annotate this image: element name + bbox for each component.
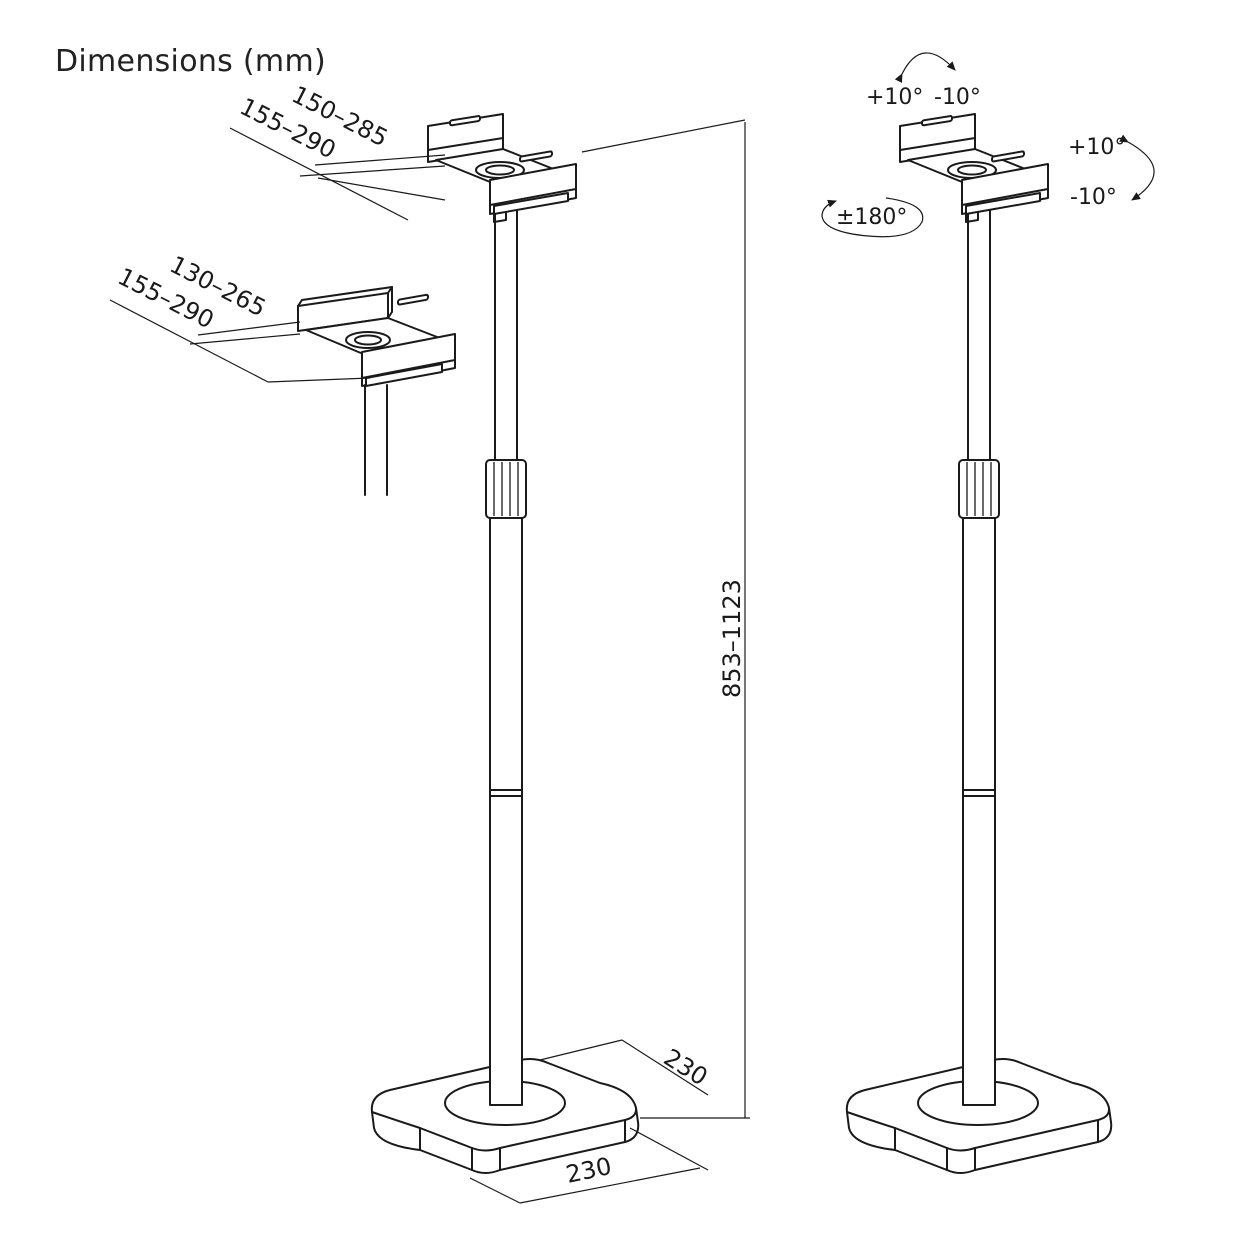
side-tilt-arrow-icon (1119, 134, 1155, 201)
adjustment-stand (845, 113, 1113, 1174)
side-tilt-plus-label: +10° (1068, 135, 1125, 160)
main-stand-base (370, 1058, 640, 1174)
dimension-label-base-depth: 230 (659, 1043, 713, 1091)
main-stand (370, 113, 640, 1174)
dimension-label-height: 853–1123 (718, 579, 746, 698)
rotation-label: ±180° (836, 205, 907, 230)
tilt-arrow-icon (894, 52, 956, 83)
adjustment-stand-bracket (899, 113, 1049, 223)
tilt-plus-label: +10° (866, 85, 923, 110)
bracket-dimension-lines (229, 119, 746, 221)
height-dimension (640, 122, 750, 1119)
side-tilt-minus-label: -10° (1070, 185, 1117, 210)
adjustment-stand-base (845, 1058, 1113, 1174)
dimension-label-base-width: 230 (563, 1152, 614, 1189)
alternate-bracket (297, 286, 456, 496)
main-stand-bracket (427, 113, 577, 223)
alternate-bracket-dimension-lines (109, 299, 371, 383)
tilt-minus-label: -10° (934, 85, 981, 110)
adjustment-stand-pole (958, 209, 1000, 1106)
base-dimension-lines (469, 1039, 709, 1204)
rotation-arrow-icon (821, 197, 924, 238)
main-stand-pole (485, 209, 527, 1106)
page-title: Dimensions (mm) (55, 44, 326, 79)
